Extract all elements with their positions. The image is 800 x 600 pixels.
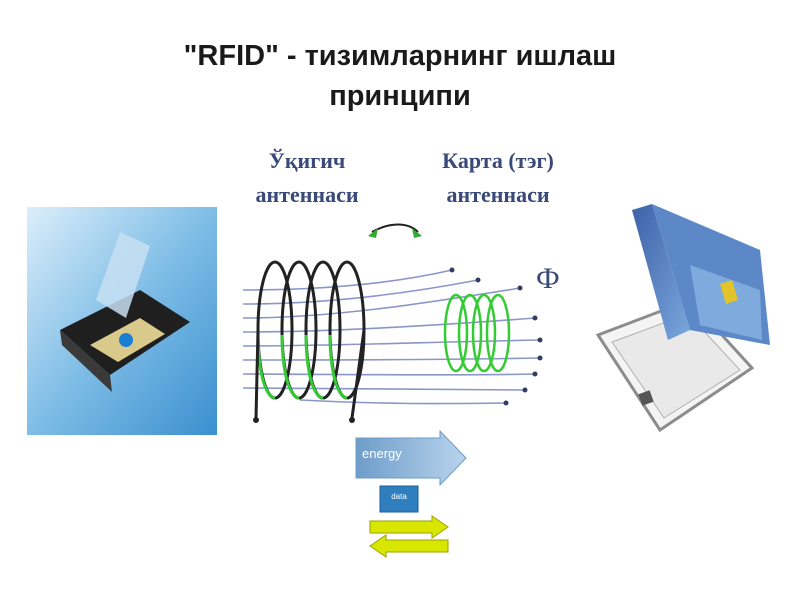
card-image — [595, 204, 770, 433]
field-line-endpoints — [449, 267, 543, 406]
energy-arrow — [355, 429, 467, 487]
distance-indicator — [368, 223, 422, 238]
reader-antenna-label-line1: Ўқигич — [268, 148, 346, 173]
reader-device-image — [27, 207, 217, 435]
data-label: data — [391, 492, 407, 501]
card-antenna-label-line1: Карта (тэг) — [442, 148, 554, 173]
page-title: "RFID" - тизимларнинг ишлаш принципи — [0, 36, 800, 116]
data-arrow-right — [369, 515, 449, 539]
reader-coil-terminal-left — [253, 417, 259, 423]
card-coil — [443, 293, 511, 373]
title-line-1: "RFID" - тизимларнинг ишлаш — [183, 40, 617, 72]
data-arrows — [369, 515, 449, 558]
card-antenna-label: Карта (тэг) антеннаси — [418, 144, 578, 212]
reader-coil — [254, 260, 366, 419]
reader-antenna-label: Ўқигич антеннаси — [232, 144, 382, 212]
data-box — [379, 485, 419, 513]
card-antenna-label-line2: антеннаси — [446, 182, 550, 207]
title-line-2: принципи — [329, 80, 471, 112]
reader-coil-terminal-right — [349, 417, 355, 423]
data-arrow-left — [369, 534, 449, 558]
energy-label: energy — [362, 446, 402, 461]
reader-antenna-label-line2: антеннаси — [255, 182, 359, 207]
flux-symbol: Ф — [536, 262, 560, 295]
